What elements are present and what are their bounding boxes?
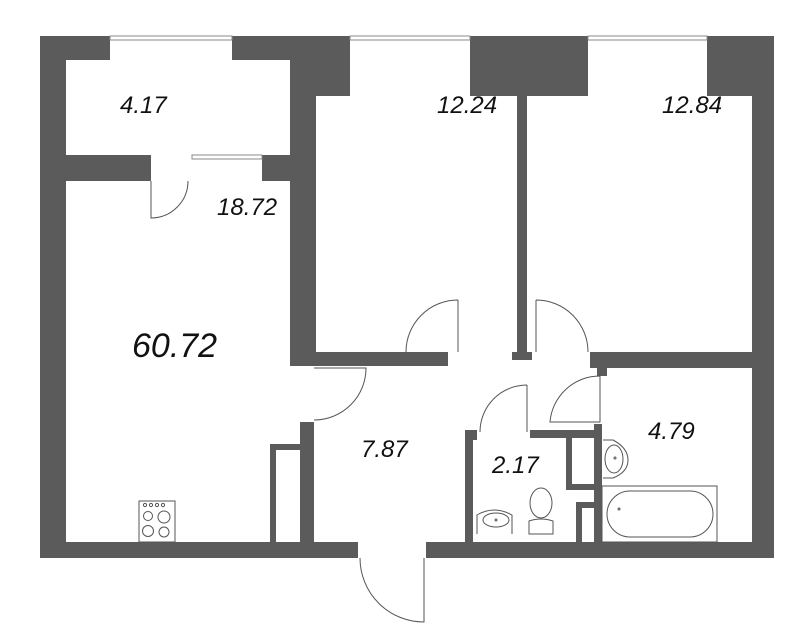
stove-icon (138, 500, 176, 543)
room-area-bedroom-1: 12.24 (437, 92, 498, 119)
toilet-icon (528, 487, 554, 535)
doors (150, 180, 601, 623)
room-area-toilet: 2.17 (492, 452, 539, 479)
sink-icon (476, 509, 513, 534)
room-area-bedroom-2: 12.84 (662, 92, 723, 119)
room-area-balcony: 4.17 (120, 92, 167, 119)
windows (109, 35, 708, 160)
bath-sink-icon (603, 439, 629, 479)
total-area: 60.72 (132, 327, 218, 365)
bathtub-icon (601, 485, 718, 543)
walls (40, 36, 774, 558)
room-area-kitchen: 18.72 (217, 194, 278, 221)
room-area-bathroom: 4.79 (648, 418, 695, 445)
room-area-hallway: 7.87 (361, 436, 408, 463)
